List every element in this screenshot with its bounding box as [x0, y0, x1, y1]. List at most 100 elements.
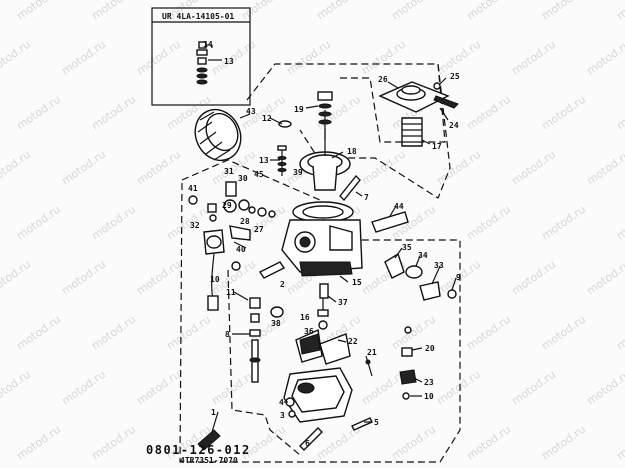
diaphragm-part	[299, 110, 351, 191]
callout-16: 16	[300, 313, 310, 322]
callout-44: 44	[394, 202, 404, 211]
watermark-text: motod.ru	[509, 368, 558, 408]
callout-39: 39	[293, 168, 303, 177]
callout-25: 25	[450, 72, 460, 81]
watermark-text: motod.ru	[59, 368, 108, 408]
bypass-valve-parts	[384, 252, 457, 301]
watermark-text: motod.ru	[464, 0, 513, 22]
callout-30: 30	[238, 174, 248, 183]
callout-20: 20	[425, 344, 435, 353]
watermark-text: motod.ru	[539, 313, 588, 353]
watermark-text: motod.ru	[14, 203, 63, 243]
callout-32: 32	[190, 221, 200, 230]
watermark-text: motod.ru	[0, 368, 33, 408]
watermark-text: motod.ru	[509, 38, 558, 78]
watermark-text: motod.ru	[14, 423, 63, 463]
pilot-jet-parts	[249, 297, 284, 383]
watermark-text: motod.ru	[209, 38, 258, 78]
callout-10: 10	[210, 275, 220, 284]
watermark-text: motod.ru	[164, 313, 213, 353]
callout-38: 38	[271, 319, 281, 328]
watermark-text: motod.ru	[584, 38, 625, 78]
watermark-text: motod.ru	[59, 38, 108, 78]
watermark-text: motod.ru	[134, 148, 183, 188]
callout-17: 17	[432, 142, 442, 151]
callout-2: 2	[280, 280, 285, 289]
watermark-text: motod.ru	[584, 148, 625, 188]
watermark-text: motod.ru	[614, 203, 625, 243]
watermark-text: motod.ru	[464, 313, 513, 353]
callout-14: 14	[203, 40, 213, 49]
carburetor-body-part	[281, 201, 363, 277]
float-bowl-part	[283, 367, 353, 423]
watermark-text: motod.ru	[239, 0, 288, 22]
callout-24: 24	[449, 121, 459, 130]
callout-28: 28	[240, 217, 250, 226]
callout-27: 27	[254, 225, 264, 234]
watermark-text: motod.ru	[464, 423, 513, 463]
callout-10: 10	[424, 392, 434, 401]
callout-40: 40	[236, 245, 246, 254]
callout-34: 34	[418, 251, 428, 260]
watermark-text: motod.ru	[434, 368, 483, 408]
watermark-text: motod.ru	[539, 0, 588, 22]
watermark-text: motod.ru	[434, 148, 483, 188]
callout-41: 41	[188, 184, 198, 193]
watermark-text: motod.ru	[89, 0, 138, 22]
callout-15: 15	[352, 278, 362, 287]
watermark-text: motod.ru	[539, 203, 588, 243]
callout-37: 37	[338, 298, 348, 307]
callout-18: 18	[347, 147, 357, 156]
callout-6: 6	[305, 439, 310, 448]
watermark-text: motod.ru	[89, 423, 138, 463]
watermark-text: motod.ru	[509, 148, 558, 188]
watermark-text: motod.ru	[134, 368, 183, 408]
watermark-text: motod.ru	[0, 38, 33, 78]
callout-33: 33	[434, 261, 444, 270]
jet-needle-parts	[317, 91, 333, 140]
callout-4: 4	[279, 398, 284, 407]
callout-29: 29	[222, 201, 232, 210]
watermark-text: motod.ru	[284, 38, 333, 78]
watermark-text: motod.ru	[539, 93, 588, 133]
callout-5: 5	[374, 418, 379, 427]
inset-parts	[196, 41, 222, 85]
watermark-text: motod.ru	[464, 203, 513, 243]
watermark-text: motod.ru	[584, 368, 625, 408]
callout-12: 12	[262, 114, 272, 123]
callout-35: 35	[402, 243, 412, 252]
watermark-text: motod.ru	[614, 93, 625, 133]
inset-box: UR 4LA-14105-01	[151, 7, 251, 106]
watermark-text: motod.ru	[359, 38, 408, 78]
drawing-code: 0801-126-012	[146, 443, 251, 457]
watermark-text: motod.ru	[89, 203, 138, 243]
watermark-text: motod.ru	[389, 0, 438, 22]
callout-45: 45	[254, 170, 264, 179]
watermark-text: motod.ru	[464, 93, 513, 133]
watermark-text: motod.ru	[314, 0, 363, 22]
callout-36: 36	[304, 327, 314, 336]
drain-screw-parts	[399, 326, 417, 400]
throttle-screw-part	[231, 261, 286, 279]
callout-21: 21	[367, 348, 377, 357]
pin-part	[339, 174, 361, 202]
intake-pipe-part	[371, 211, 409, 233]
callout-43: 43	[246, 107, 256, 116]
callout-3: 3	[280, 411, 285, 420]
part-number-code: 4TR7351-7070	[180, 456, 238, 465]
watermark-text: motod.ru	[509, 258, 558, 298]
gasket-part	[197, 429, 221, 451]
choke-and-screw-parts	[188, 120, 292, 241]
callout-8: 8	[225, 330, 230, 339]
watermark-text: motod.ru	[89, 313, 138, 353]
callout-11: 11	[226, 288, 236, 297]
callout-23: 23	[424, 378, 434, 387]
watermark-text: motod.ru	[14, 93, 63, 133]
watermark-text: motod.ru	[14, 0, 63, 22]
callout-19: 19	[294, 105, 304, 114]
callout-22: 22	[348, 337, 358, 346]
watermark-text: motod.ru	[359, 148, 408, 188]
watermark-text: motod.ru	[539, 423, 588, 463]
